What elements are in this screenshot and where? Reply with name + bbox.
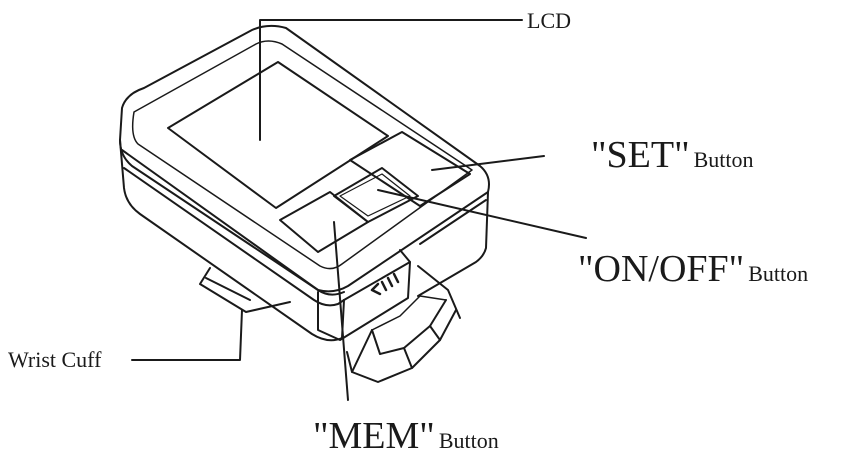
leader-mem — [333, 221, 349, 401]
cuff-left-flap — [199, 267, 291, 313]
latch-housing — [343, 261, 411, 301]
set-button-label: "SET" Button — [591, 136, 754, 174]
device-body — [119, 24, 490, 342]
mem-button-suffix: Button — [438, 428, 499, 453]
cuff-ring-band-1 — [351, 329, 373, 373]
cuff-ring-band-2 — [403, 347, 413, 369]
leader-lines — [131, 19, 587, 401]
body-right-seam — [419, 199, 487, 245]
cuff-back-edge — [417, 265, 461, 319]
cuff-ring-inner-top — [371, 295, 447, 331]
body-side-seam-1 — [121, 149, 345, 296]
cuff-left-inner — [205, 277, 251, 301]
set-button[interactable] — [349, 131, 471, 207]
latch-panel — [317, 249, 411, 341]
lcd-label: LCD — [527, 8, 571, 33]
mem-button-name: "MEM" — [313, 415, 435, 457]
onoff-button-name: "ON/OFF" — [578, 248, 745, 290]
cuff-ring-outer — [346, 309, 457, 383]
onoff-button-suffix: Button — [748, 261, 809, 286]
lcd-screen — [167, 61, 389, 209]
body-side-seam-2 — [123, 167, 345, 307]
leader-lcd — [259, 19, 523, 141]
body-top-bevel — [131, 40, 473, 270]
mem-button-label: "MEM" Button — [313, 417, 499, 455]
latch-arrow-icon — [370, 272, 400, 296]
set-button-name: "SET" — [591, 134, 690, 176]
leader-set — [431, 155, 545, 171]
wrist-cuff-label: Wrist Cuff — [8, 347, 102, 372]
body-right-side — [417, 191, 489, 297]
onoff-button-label: "ON/OFF" Button — [578, 250, 808, 288]
onoff-button-inner — [339, 173, 411, 217]
leader-onoff — [377, 189, 587, 239]
body-top-outline — [119, 24, 490, 293]
set-button-suffix: Button — [693, 147, 754, 172]
leader-wrist-cuff — [131, 309, 243, 361]
mem-button[interactable] — [279, 191, 369, 253]
cuff-ring-band-3 — [429, 325, 441, 341]
body-left-side — [119, 139, 343, 342]
wrist-cuff-band — [199, 265, 461, 383]
